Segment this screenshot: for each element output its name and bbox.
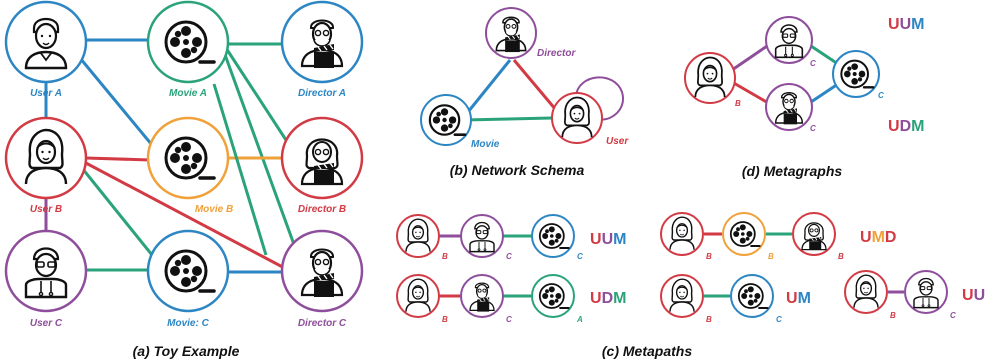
edge-b-c2 bbox=[731, 80, 771, 106]
user-c-label: User C bbox=[30, 318, 63, 329]
edge-moviea-directorc bbox=[222, 51, 298, 251]
director-icon bbox=[300, 138, 344, 186]
metapath-uum-label: UUM bbox=[590, 231, 626, 248]
metagraph-c2-tag: C bbox=[810, 124, 816, 133]
movie-b-label: Movie B bbox=[195, 204, 233, 215]
edge-director-user bbox=[512, 59, 558, 111]
toy-example-panel: User A User B User C Movie A Movie B Mov… bbox=[4, 0, 364, 359]
woman-icon bbox=[669, 216, 695, 251]
schema-movie-label: Movie bbox=[471, 139, 500, 150]
metapaths-caption: (c) Metapaths bbox=[602, 343, 692, 359]
director-icon bbox=[801, 222, 827, 251]
movie-c-label: Movie: C bbox=[167, 318, 209, 329]
woman-icon bbox=[561, 96, 593, 138]
schema-director-label: Director bbox=[537, 48, 576, 59]
metagraph-udm-label: UDM bbox=[888, 118, 924, 135]
user-b-icon bbox=[24, 128, 68, 186]
metagraph-c3-tag: C bbox=[878, 91, 884, 100]
director-b-label: Director B bbox=[298, 204, 346, 215]
udm-b-tag: B bbox=[442, 315, 448, 324]
metagraphs-caption: (d) Metagraphs bbox=[742, 163, 843, 179]
um-b-tag: B bbox=[706, 315, 712, 324]
uum-b-tag: B bbox=[442, 252, 448, 261]
metapaths-panel: B C C UUM B C A UDM B B B UMD bbox=[396, 212, 985, 359]
edge-usera-movieb bbox=[78, 57, 154, 146]
metapath-umd-label: UMD bbox=[860, 229, 896, 246]
director-a-label: Director A bbox=[298, 88, 346, 99]
edge-director-movie bbox=[466, 59, 512, 113]
umd-b3-tag: B bbox=[838, 252, 844, 261]
woman-icon bbox=[694, 56, 726, 98]
uum-c2-tag: C bbox=[577, 252, 583, 261]
umd-b-tag: B bbox=[706, 252, 712, 261]
metagraph-b-tag: B bbox=[735, 99, 741, 108]
woman-icon bbox=[405, 278, 431, 313]
edge-movie-user bbox=[463, 116, 553, 122]
network-schema-caption: (b) Network Schema bbox=[450, 162, 585, 178]
edge-b-c1 bbox=[731, 42, 771, 72]
woman-icon bbox=[669, 278, 695, 313]
metapath-udm-label: UDM bbox=[590, 290, 626, 307]
self-loop-user bbox=[575, 76, 625, 121]
schema-user-label: User bbox=[606, 136, 629, 147]
edge-c2-movie bbox=[807, 82, 839, 106]
director-c-label: Director C bbox=[298, 318, 347, 329]
uu-b-tag: B bbox=[890, 311, 896, 320]
woman-icon bbox=[405, 218, 431, 253]
edge-userb-moviec bbox=[80, 167, 154, 256]
uu-c-tag: C bbox=[950, 311, 956, 320]
umd-b2-tag: B bbox=[768, 252, 774, 261]
edge-c1-movie bbox=[807, 42, 839, 66]
user-b-label: User B bbox=[30, 204, 62, 215]
edge-moviea-directorb bbox=[224, 47, 288, 141]
metapath-uu-label: UU bbox=[962, 287, 985, 304]
uum-c-tag: C bbox=[506, 252, 512, 261]
metapath-um-label: UM bbox=[786, 290, 811, 307]
metagraph-uum-label: UUM bbox=[888, 16, 924, 33]
edge-userb-movieb bbox=[85, 156, 151, 162]
udm-a-tag: A bbox=[576, 315, 583, 324]
udm-c-tag: C bbox=[506, 315, 512, 324]
edge-userb-directorc bbox=[83, 160, 293, 274]
metagraphs-panel: B C C C UUM UDM (d) Metagraphs bbox=[684, 16, 924, 179]
user-a-label: User A bbox=[30, 88, 62, 99]
woman-icon bbox=[853, 274, 879, 309]
movie-a-label: Movie A bbox=[169, 88, 207, 99]
edge-moviea-moviec bbox=[212, 83, 268, 256]
toy-example-caption: (a) Toy Example bbox=[133, 343, 240, 359]
um-c-tag: C bbox=[776, 315, 782, 324]
network-schema-panel: Director Movie User (b) Network Schema bbox=[420, 7, 629, 178]
metagraph-c1-tag: C bbox=[810, 59, 816, 68]
